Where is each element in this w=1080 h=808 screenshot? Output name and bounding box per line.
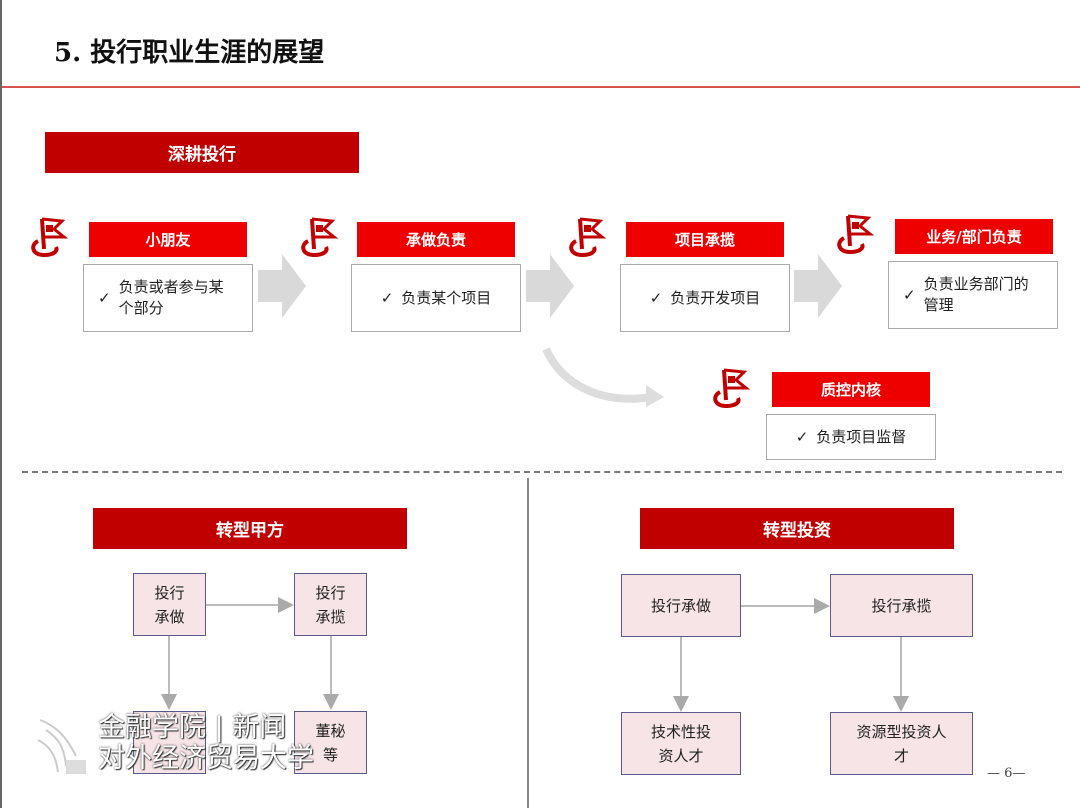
stage-desc: ✓负责项目监督	[766, 414, 936, 460]
check-icon: ✓	[795, 427, 809, 446]
watermark: 金融学院 | 新闻 对外经济贸易大学	[98, 712, 314, 775]
flag-icon	[837, 214, 875, 255]
page-number: — 6—	[987, 766, 1026, 781]
vertical-divider	[527, 478, 529, 808]
flow-box: 投行承揽	[294, 573, 367, 636]
section-investment: 转型投资	[640, 508, 954, 549]
flag-icon	[31, 217, 69, 258]
stage-desc: ✓负责或者参与某个部分	[83, 264, 253, 332]
flow-box: 投行承做	[621, 574, 741, 637]
flow-box: 董秘等	[294, 711, 367, 774]
check-icon: ✓	[649, 288, 663, 307]
dashed-divider	[22, 471, 1062, 473]
stage-desc: ✓负责某个项目	[351, 264, 521, 332]
flag-icon	[713, 368, 751, 409]
check-icon: ✓	[380, 288, 394, 307]
flow-box: 资源型投资人才	[830, 712, 973, 775]
page-title: 5. 投行职业生涯的展望	[54, 38, 325, 68]
stage-label: 承做负责	[357, 222, 515, 257]
stage-label: 业务/部门负责	[895, 219, 1053, 254]
right-arrow-icon	[794, 254, 842, 318]
flow-box	[133, 711, 206, 774]
stage-label: 项目承揽	[626, 222, 784, 257]
flow-box: 投行承做	[133, 573, 206, 636]
check-icon: ✓	[98, 288, 111, 307]
curved-arrow-icon	[542, 347, 664, 407]
stage-desc: ✓负责开发项目	[620, 264, 790, 332]
check-icon: ✓	[903, 285, 916, 304]
flag-icon	[301, 217, 339, 258]
flow-box: 技术性投资人才	[621, 712, 741, 775]
watermark-logo-icon	[37, 719, 86, 774]
section-deep-ib: 深耕投行	[45, 132, 359, 173]
right-arrow-icon	[258, 254, 306, 318]
section-corporate: 转型甲方	[93, 508, 407, 549]
flag-icon	[569, 217, 607, 258]
stage-label: 质控内核	[772, 372, 930, 407]
stage-label: 小朋友	[89, 222, 247, 257]
divider	[2, 86, 1080, 88]
stage-desc: ✓负责业务部门的管理	[888, 261, 1058, 329]
flow-box: 投行承揽	[830, 574, 973, 637]
right-arrow-icon	[526, 254, 574, 318]
